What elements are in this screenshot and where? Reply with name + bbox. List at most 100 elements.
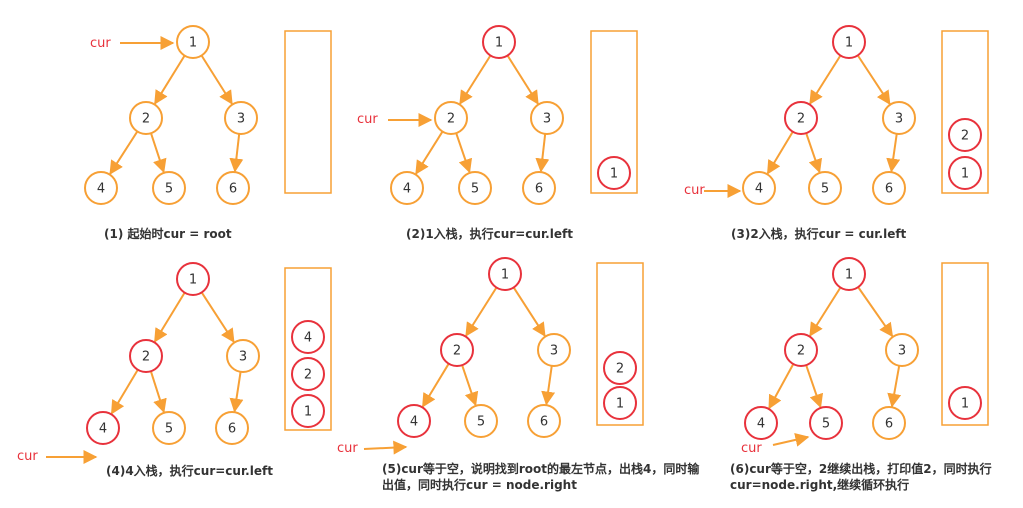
tree-node-5 — [809, 406, 843, 440]
tree-edge-1-3 — [857, 286, 894, 338]
tree-edge-2-4 — [415, 131, 444, 175]
tree-node-3 — [530, 101, 564, 135]
tree-node-6 — [527, 404, 561, 438]
tree-node-6 — [215, 411, 249, 445]
tree-edge-1-2 — [459, 54, 492, 105]
stack-box — [941, 262, 989, 426]
tree-node-6-label: 6 — [885, 182, 893, 197]
tree-edge-1-2 — [154, 292, 186, 343]
tree-node-6-label: 6 — [535, 182, 543, 197]
panel-1-caption: (1) 起始时cur = root — [104, 227, 232, 241]
stack-box — [284, 267, 332, 431]
cur-pointer-arrow — [363, 440, 408, 455]
tree-node-5 — [808, 171, 842, 205]
tree-node-4-label: 4 — [755, 182, 763, 197]
tree-node-2-label: 2 — [142, 350, 150, 365]
tree-node-2 — [784, 101, 818, 135]
tree-edge-2-5 — [149, 370, 167, 414]
tree-edge-1-3 — [200, 54, 233, 105]
tree-edge-2-5 — [805, 364, 824, 409]
tree-edge-1-2 — [809, 54, 842, 105]
stack-item-2 — [603, 351, 637, 385]
tree-node-5-label: 5 — [477, 415, 485, 430]
stack-item-1-label: 1 — [961, 397, 969, 412]
stack-item-1 — [603, 386, 637, 420]
stack-item-2 — [948, 118, 982, 152]
tree-node-4-label: 4 — [403, 182, 411, 197]
tree-node-2 — [129, 339, 163, 373]
cur-pointer-label: cur — [741, 441, 762, 456]
cur-pointer-arrow — [772, 432, 810, 447]
tree-node-1-label: 1 — [845, 36, 853, 51]
tree-node-1-label: 1 — [495, 36, 503, 51]
tree-edge-1-2 — [809, 286, 842, 337]
stack-box — [941, 30, 989, 194]
panel-5-caption: (5)cur等于空，说明找到root的最左节点，出栈4，同时输出值，同时执行cu… — [382, 462, 700, 492]
tree-edge-1-3 — [200, 291, 235, 343]
tree-node-2 — [784, 333, 818, 367]
tree-edge-3-6 — [541, 365, 556, 406]
tree-node-4 — [390, 171, 424, 205]
tree-node-1-label: 1 — [189, 273, 197, 288]
tree-node-4 — [84, 171, 118, 205]
tree-node-1 — [176, 262, 210, 296]
stack-item-2-label: 2 — [616, 362, 624, 377]
stack-box — [596, 262, 644, 426]
tree-edge-3-6 — [886, 133, 901, 173]
tree-node-6 — [872, 171, 906, 205]
panel-6-caption: (6)cur等于空，2继续出栈，打印值2，同时执行cur=node.right,… — [730, 462, 992, 492]
tree-node-3 — [224, 101, 258, 135]
tree-node-1-label: 1 — [845, 268, 853, 283]
tree-node-3-label: 3 — [239, 350, 247, 365]
tree-edge-1-3 — [856, 54, 891, 105]
tree-node-2 — [434, 101, 468, 135]
tree-node-2-label: 2 — [453, 344, 461, 359]
tree-node-5-label: 5 — [821, 182, 829, 197]
tree-edge-2-4 — [110, 369, 139, 415]
tree-node-5 — [152, 411, 186, 445]
tree-edge-1-3 — [506, 54, 539, 105]
stack-item-1 — [597, 156, 631, 190]
tree-node-6 — [522, 171, 556, 205]
tree-node-2-label: 2 — [797, 112, 805, 127]
tree-node-4-label: 4 — [757, 417, 765, 432]
tree-node-5-label: 5 — [471, 182, 479, 197]
tree-node-3 — [885, 333, 919, 367]
tree-node-4 — [86, 411, 120, 445]
tree-node-1-label: 1 — [501, 268, 509, 283]
tree-edge-2-4 — [109, 130, 139, 175]
tree-edge-2-4 — [421, 363, 450, 408]
tree-node-6-label: 6 — [540, 415, 548, 430]
stack-item-4 — [291, 320, 325, 354]
tree-node-4 — [742, 171, 776, 205]
tree-edge-1-2 — [465, 286, 498, 337]
tree-edge-2-4 — [768, 363, 795, 410]
tree-node-1 — [482, 25, 516, 59]
tree-edge-2-5 — [150, 132, 167, 174]
stack-box — [590, 30, 638, 194]
tree-node-3 — [537, 333, 571, 367]
tree-node-3-label: 3 — [543, 112, 551, 127]
stack-item-1 — [291, 394, 325, 428]
tree-node-2-label: 2 — [142, 112, 150, 127]
tree-node-1-label: 1 — [189, 36, 197, 51]
cur-pointer-label: cur — [17, 449, 38, 464]
stack-item-2-label: 2 — [304, 368, 312, 383]
tree-edge-3-6 — [229, 133, 244, 173]
tree-node-1 — [832, 257, 866, 291]
tree-node-1 — [488, 257, 522, 291]
stack-item-1 — [948, 386, 982, 420]
cur-pointer-label: cur — [357, 112, 378, 127]
tree-edge-3-6 — [535, 133, 550, 173]
tree-node-6-label: 6 — [229, 182, 237, 197]
tree-edge-2-5 — [455, 132, 473, 174]
stack-box — [284, 30, 332, 194]
panel-4-caption: (4)4入栈，执行cur=cur.left — [106, 464, 273, 478]
tree-node-6-label: 6 — [228, 422, 236, 437]
stack-item-1-label: 1 — [961, 167, 969, 182]
tree-node-4 — [744, 406, 778, 440]
stack-item-4-label: 4 — [304, 331, 312, 346]
